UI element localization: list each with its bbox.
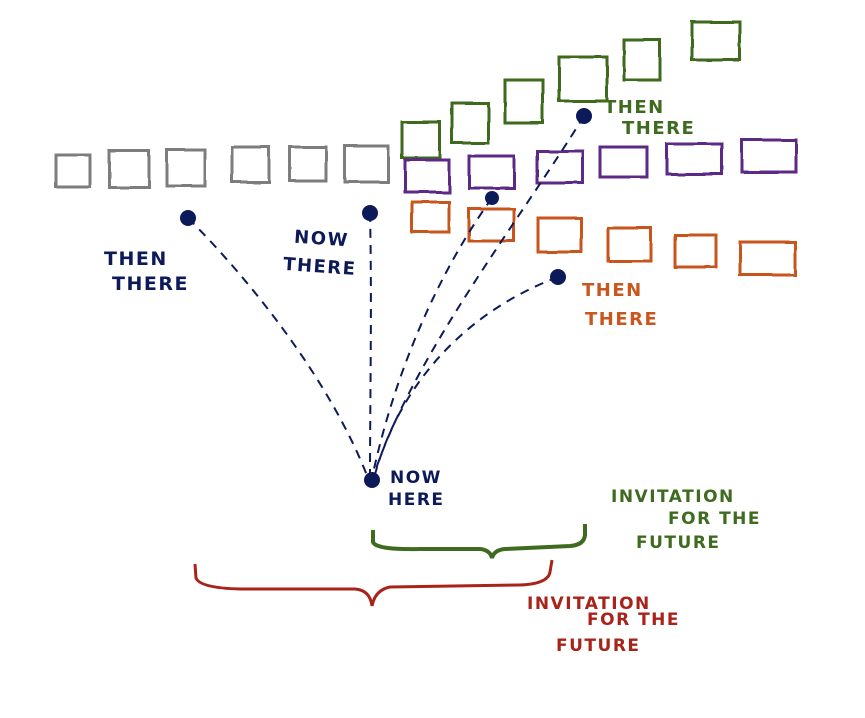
green-square [400,120,442,160]
connector-then-there-orange [373,276,559,479]
then-there-left-line1: THEN [104,248,168,270]
purple-square [598,145,649,179]
green-square [450,101,490,145]
gray-timeline-row [54,144,390,189]
invitation-red-line1: INVITATION [527,594,651,614]
now-here-line1: NOW [390,468,442,488]
then-there-orange-line1: THEN [582,280,643,301]
orange-square [673,233,718,269]
invitation-green-label: INVITATION FOR THE FUTURE [611,487,768,553]
connector-now-there [369,212,372,479]
gray-square [165,148,207,188]
green-square [690,20,742,62]
then-there-orange-line2: THERE [585,309,658,330]
labels: THEN THERE NOW THERE THEN THERE THEN THE… [104,97,768,656]
invitation-red-line3: FUTURE [556,636,641,656]
purple-timeline-row [403,138,798,194]
purple-row-dot [485,191,499,205]
purple-square [535,149,585,185]
now-here-dot [364,472,380,488]
now-there-line2: THERE [283,254,358,280]
connector-then-there-green [372,115,585,479]
now-here-label: NOW HERE [388,468,449,510]
invitation-green-line3: FUTURE [636,533,721,553]
red-brace [193,559,554,607]
gray-square [54,153,92,189]
invitation-green-line2: FOR THE [668,509,761,529]
now-there-line1: NOW [293,227,349,252]
purple-square [467,154,516,190]
invitation-green-line1: INVITATION [611,487,735,507]
then-there-orange-dot [550,269,566,285]
gray-square [230,145,271,184]
invitation-red-line2: FOR THE [587,610,680,630]
green-timeline-row [400,20,742,160]
then-there-left-line2: THERE [112,273,189,295]
then-there-green-label: THEN THERE [604,97,695,139]
green-brace [371,524,587,559]
gray-square [288,145,328,183]
then-there-green-dot [576,108,592,124]
now-there-label: NOW THERE [283,226,360,280]
purple-square [740,138,798,174]
orange-square [410,200,451,234]
green-square [503,78,545,125]
orange-timeline-row [410,200,797,277]
connector-then-there-left [187,217,369,479]
orange-square [536,216,583,254]
orange-square [738,240,797,277]
now-here-line2: HERE [388,490,445,510]
then-there-left-label: THEN THERE [104,248,189,295]
orange-square [467,207,516,243]
invitation-red-label: INVITATION FOR THE FUTURE [527,594,687,656]
purple-square [665,142,724,176]
gray-square [343,144,390,184]
now-there-dot [362,205,378,221]
orange-square [606,226,653,263]
then-there-green-line2: THERE [622,118,695,139]
connector-lines [187,115,585,479]
connector-purple [371,197,493,479]
then-there-left-dot [180,210,196,226]
then-there-orange-label: THEN THERE [582,280,658,330]
green-square [622,38,662,82]
purple-square [403,158,451,194]
green-square [557,55,609,103]
points [180,108,592,488]
then-there-green-line1: THEN [604,97,665,118]
gray-square [107,149,151,189]
